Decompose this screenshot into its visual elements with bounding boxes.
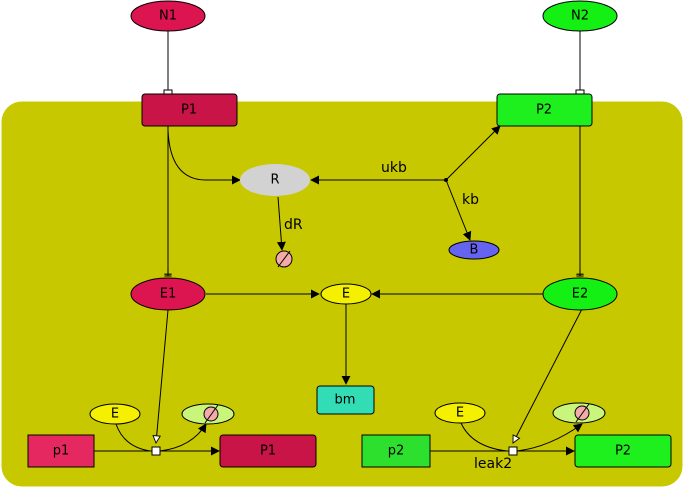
edge-e1-modifier — [156, 309, 169, 443]
node-p1-small-label: p1 — [53, 444, 70, 459]
node-e-left-modifier-label: E — [111, 407, 119, 422]
node-e-left-modifier-shape — [89, 403, 141, 425]
edge-label-ukb: ukb — [381, 160, 407, 176]
sink-left-degradation[interactable] — [181, 403, 235, 425]
node-p1-small[interactable]: p1 — [27, 434, 95, 468]
edge-ukb-p2 — [445, 125, 501, 181]
node-e-center[interactable]: E — [320, 283, 372, 305]
node-e2[interactable]: E2 — [542, 277, 618, 311]
node-r-shape — [240, 164, 310, 196]
node-p1-membrane-shape — [141, 93, 238, 127]
node-r[interactable]: R — [240, 164, 310, 196]
node-p1-product-shape — [219, 434, 317, 468]
node-p2-product[interactable]: P2 — [574, 434, 672, 468]
node-n2[interactable]: N2 — [542, 0, 618, 32]
node-p1-small-shape — [27, 434, 95, 468]
node-e1-label: E1 — [160, 287, 177, 302]
node-e-right-modifier[interactable]: E — [434, 402, 486, 424]
node-p2-membrane[interactable]: P2 — [496, 93, 593, 127]
node-n1[interactable]: N1 — [130, 0, 206, 32]
edge-eright-modifier — [460, 422, 508, 452]
node-e-left-modifier[interactable]: E — [89, 403, 141, 425]
node-b[interactable]: B — [448, 240, 500, 260]
node-p1-product[interactable]: P1 — [219, 434, 317, 468]
node-p2-small[interactable]: p2 — [361, 434, 431, 468]
edge-reaction-sink-left — [159, 423, 207, 452]
edge-label-kb: kb — [462, 192, 479, 208]
edge-kb-b — [445, 179, 472, 241]
node-e2-label: E2 — [572, 287, 589, 302]
node-n2-shape — [542, 0, 618, 32]
edge-label-leak2: leak2 — [474, 456, 512, 472]
node-p2-product-label: P2 — [615, 444, 631, 459]
reaction-box-right — [508, 446, 518, 456]
node-p2-small-label: p2 — [388, 444, 405, 459]
node-bm-label: bm — [335, 393, 356, 408]
node-n1-label: N1 — [159, 9, 177, 24]
node-p1-membrane-label: P1 — [181, 103, 197, 118]
node-b-label: B — [470, 243, 479, 258]
edge-label-dr: dR — [284, 217, 303, 233]
sink-r-degradation[interactable] — [275, 250, 293, 268]
edge-eleft-modifier — [115, 423, 151, 452]
node-e-right-modifier-label: E — [456, 406, 464, 421]
node-bm-shape — [316, 385, 375, 415]
node-n2-label: N2 — [571, 9, 589, 24]
node-n1-shape — [130, 0, 206, 32]
edges — [94, 30, 584, 456]
node-e1[interactable]: E1 — [130, 277, 206, 311]
edge-reaction-sink-right — [516, 423, 583, 452]
node-p2-small-shape — [361, 434, 431, 468]
sink-left-slash — [204, 404, 219, 424]
node-b-shape — [448, 240, 500, 260]
node-p2-product-shape — [574, 434, 672, 468]
node-e-center-label: E — [342, 287, 350, 302]
node-e-center-shape — [320, 283, 372, 305]
node-p1-membrane[interactable]: P1 — [141, 93, 238, 127]
sink-r-slash — [277, 250, 291, 268]
sink-right-degradation[interactable] — [552, 402, 606, 424]
node-p2-membrane-shape — [496, 93, 593, 127]
edge-e2-modifier — [513, 308, 583, 443]
node-bm[interactable]: bm — [316, 385, 375, 415]
node-p1-product-label: P1 — [260, 444, 276, 459]
node-e1-shape — [130, 277, 206, 311]
edge-p1-r — [167, 100, 241, 185]
node-e-right-modifier-shape — [434, 402, 486, 424]
node-e2-shape — [542, 277, 618, 311]
reaction-box-left — [151, 446, 161, 456]
sink-right-slash — [575, 403, 590, 423]
node-p2-membrane-label: P2 — [536, 103, 552, 118]
edge-r-sink — [276, 196, 286, 251]
node-r-label: R — [270, 173, 279, 188]
ukb-junction-dot — [444, 178, 448, 182]
